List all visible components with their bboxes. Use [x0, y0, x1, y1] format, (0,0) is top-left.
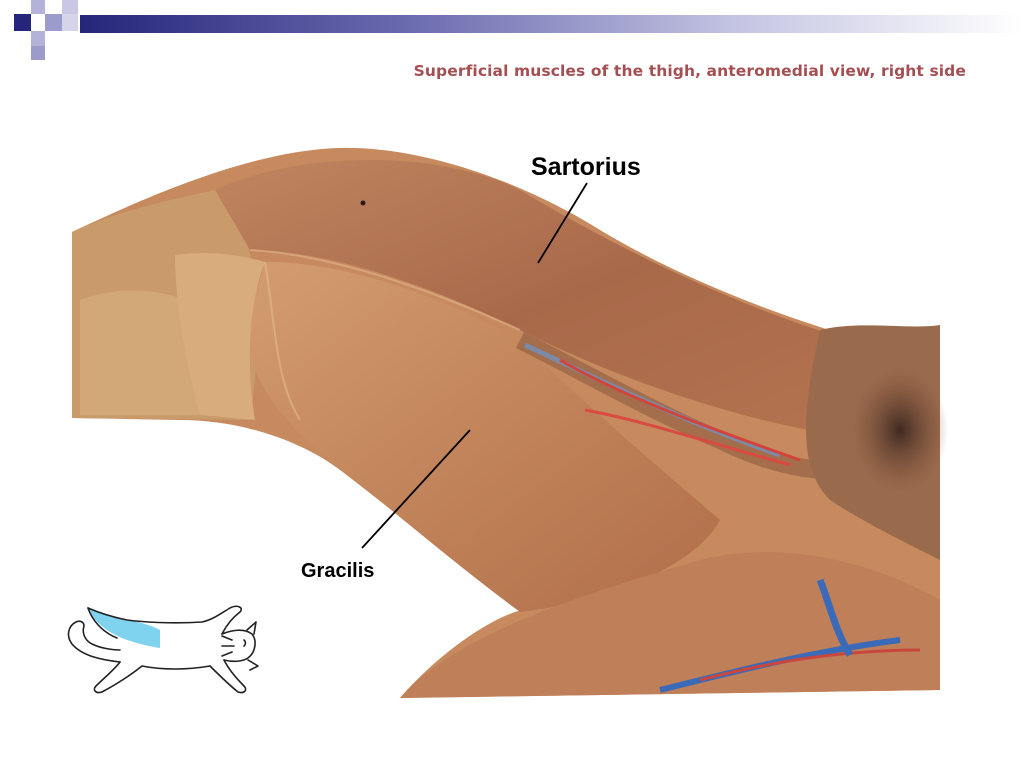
corner-decoration [14, 0, 78, 60]
thigh-highlight [88, 608, 160, 648]
sartorius-muscle [215, 160, 895, 440]
title-bar-gradient [80, 15, 1024, 33]
slide-title: Superficial muscles of the thigh, antero… [413, 62, 966, 80]
gracilis-muscle [245, 262, 720, 612]
sartorius-label: Sartorius [531, 153, 641, 181]
cat-outline-icon [67, 605, 259, 694]
lower-muscle [400, 552, 940, 698]
gracilis-label: Gracilis [301, 560, 375, 582]
